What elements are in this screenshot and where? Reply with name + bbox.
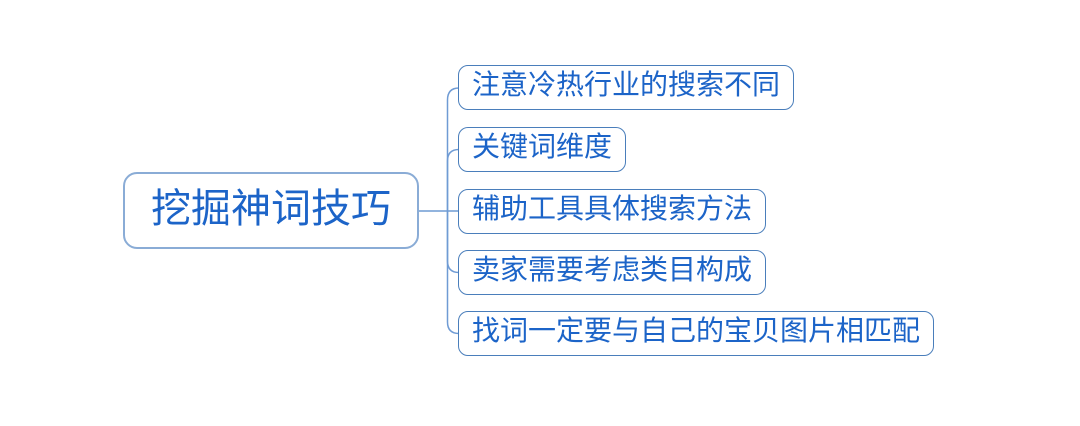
child-node-1[interactable]: 注意冷热行业的搜索不同 [458,65,795,110]
child-node-4[interactable]: 卖家需要考虑类目构成 [458,250,767,295]
root-node-label: 挖掘神词技巧 [151,186,391,231]
child-node-label: 卖家需要考虑类目构成 [472,255,753,286]
child-node-2[interactable]: 关键词维度 [458,127,627,172]
child-node-label: 关键词维度 [472,132,613,163]
child-node-5[interactable]: 找词一定要与自己的宝贝图片相匹配 [458,311,935,356]
child-node-label: 注意冷热行业的搜索不同 [472,70,781,101]
root-node[interactable]: 挖掘神词技巧 [123,172,419,249]
child-node-label: 找词一定要与自己的宝贝图片相匹配 [472,316,921,347]
child-node-3[interactable]: 辅助工具具体搜索方法 [458,189,767,234]
child-node-label: 辅助工具具体搜索方法 [472,194,753,225]
